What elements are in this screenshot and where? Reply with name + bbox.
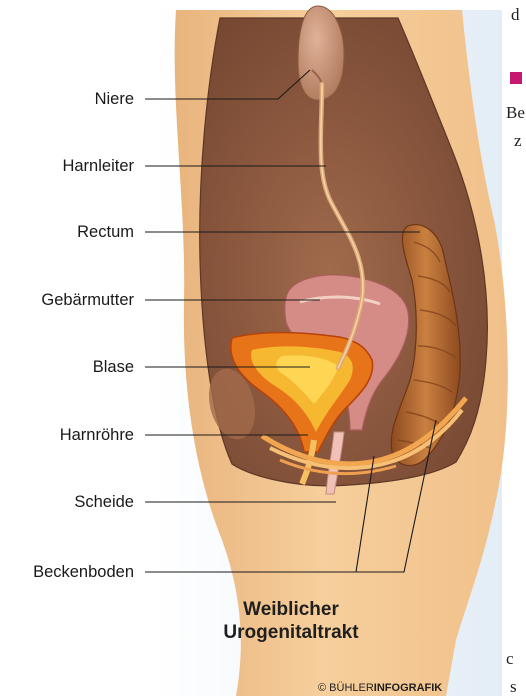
label-blase: Blase: [93, 359, 134, 376]
caption-line-1: Weiblicher: [208, 598, 374, 621]
page-fragment-bottom-1: c: [506, 650, 514, 667]
copyright-symbol: ©: [318, 682, 326, 694]
label-scheide: Scheide: [74, 494, 134, 511]
diagram-caption: Weiblicher Urogenitaltrakt: [208, 598, 374, 644]
caption-line-2: Urogenitaltrakt: [208, 621, 374, 644]
label-niere: Niere: [95, 91, 134, 108]
magenta-bullet-icon: [510, 72, 522, 84]
page-fragment-bottom-2: s: [510, 678, 517, 695]
page-fragment-mid-2: z: [514, 132, 522, 149]
label-gebaermutter: Gebärmutter: [41, 292, 134, 309]
page-fragment-top: d: [511, 6, 520, 23]
label-rectum: Rectum: [77, 224, 134, 241]
credit-suffix: INFOGRAFIK: [374, 682, 442, 694]
label-beckenboden: Beckenboden: [33, 564, 134, 581]
credit-name: BÜHLER: [329, 682, 374, 694]
label-harnroehre: Harnröhre: [60, 427, 134, 444]
copyright-credit: © BÜHLERINFOGRAFIK: [318, 683, 442, 694]
page-fragment-mid-1: Be: [506, 104, 525, 121]
label-harnleiter: Harnleiter: [62, 158, 134, 175]
